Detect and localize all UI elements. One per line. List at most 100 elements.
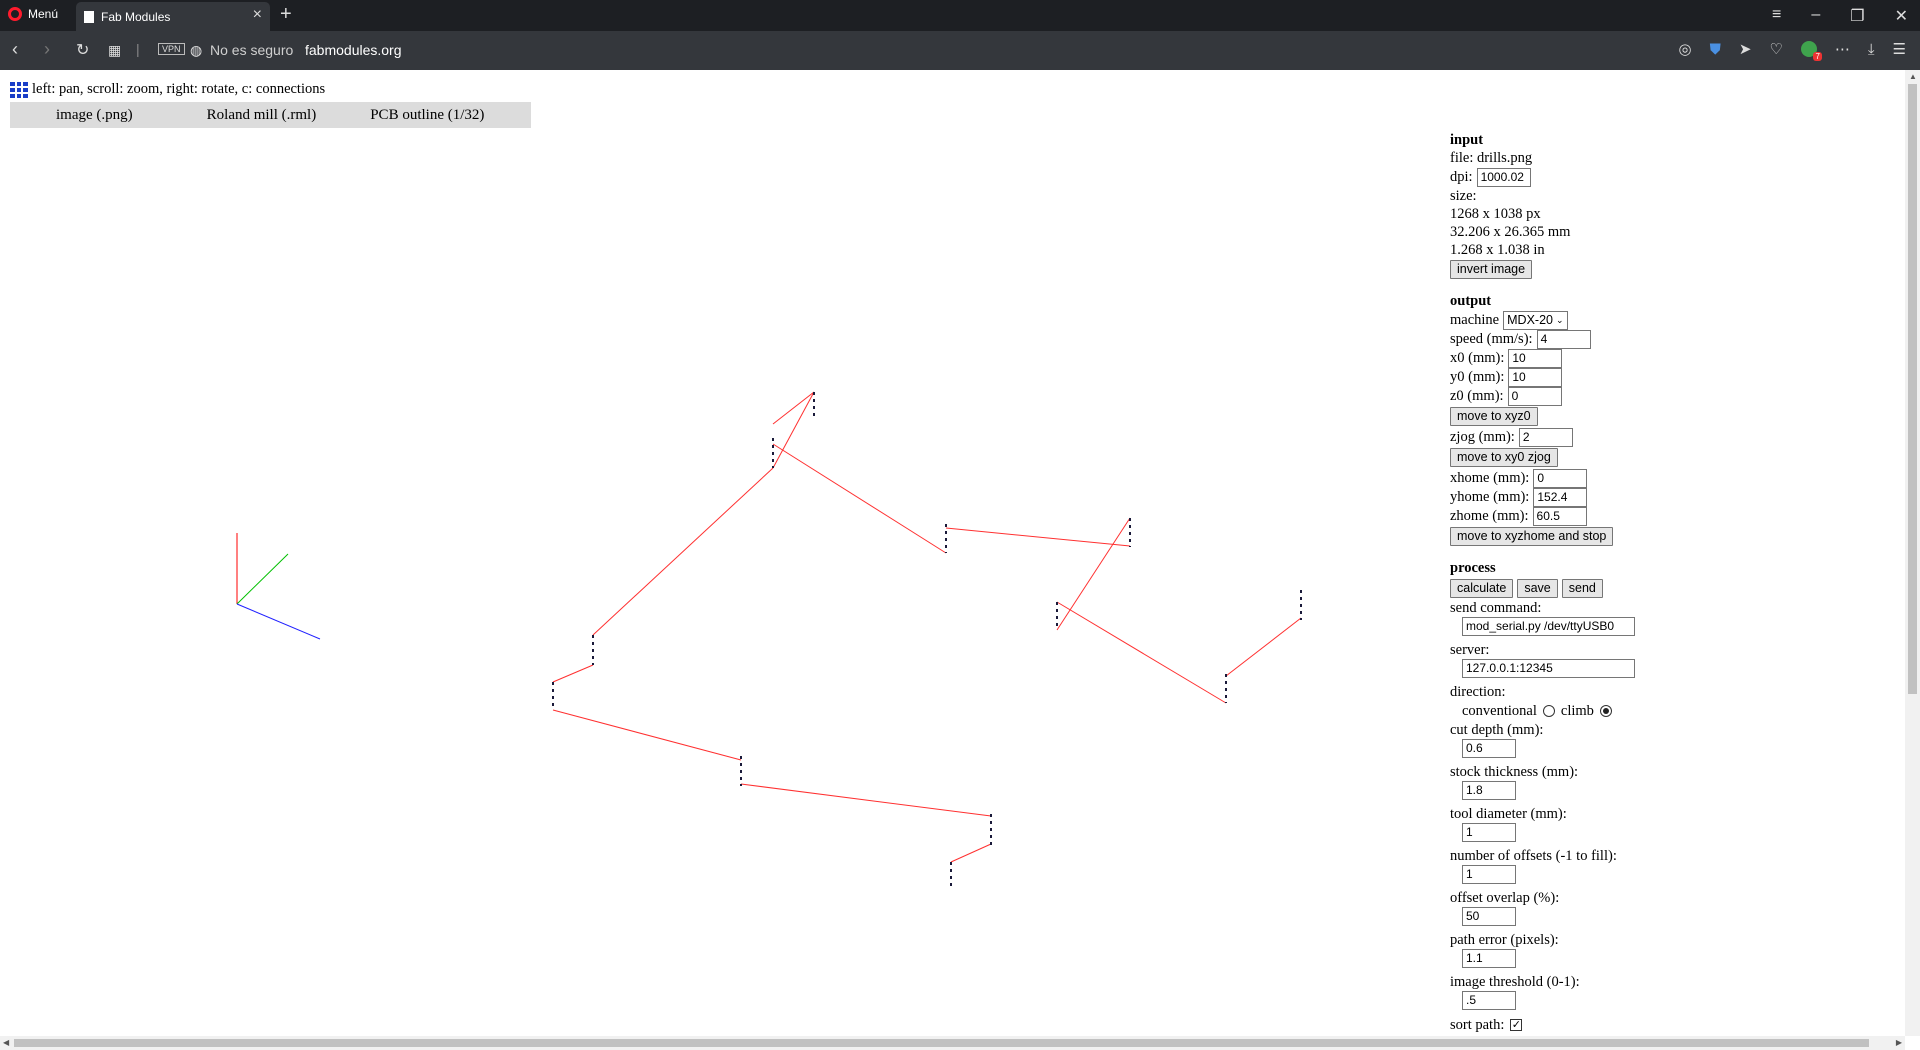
- conventional-label: conventional: [1462, 703, 1537, 719]
- process-menu[interactable]: PCB outline (1/32): [370, 106, 485, 123]
- window-controls: ≡ – ❐ ✕: [1772, 6, 1908, 26]
- stock-thickness-input[interactable]: 1.8: [1462, 781, 1516, 800]
- send-command-input[interactable]: mod_serial.py /dev/ttyUSB0: [1462, 617, 1635, 636]
- tab-close-icon[interactable]: ×: [252, 6, 262, 23]
- reload-icon[interactable]: ↻: [76, 42, 90, 59]
- zhome-row: zhome (mm): 60.5: [1450, 506, 1710, 526]
- fab-modules-logo-icon[interactable]: [10, 81, 28, 98]
- x0-row: x0 (mm): 10: [1450, 348, 1710, 368]
- y0-row: y0 (mm): 10: [1450, 367, 1710, 387]
- help-line: left: pan, scroll: zoom, right: rotate, …: [10, 81, 325, 98]
- toolpath-segment: [945, 527, 1131, 547]
- process-buttons: calculate save send: [1450, 578, 1710, 598]
- heart-icon[interactable]: ♡: [1769, 41, 1783, 58]
- toolpath-segment: [772, 443, 947, 554]
- x0-input[interactable]: 10: [1508, 348, 1563, 368]
- security-status[interactable]: No es seguro: [210, 42, 294, 58]
- yhome-input[interactable]: 152.4: [1533, 487, 1588, 507]
- path-error-label: path error (pixels):: [1450, 932, 1559, 948]
- output-heading: output: [1450, 293, 1492, 309]
- extensions-menu-icon[interactable]: ⋯: [1834, 41, 1850, 58]
- tab-menu-icon[interactable]: ≡: [1772, 6, 1782, 23]
- climb-radio[interactable]: [1599, 705, 1612, 717]
- send-button[interactable]: send: [1561, 578, 1603, 598]
- stock-thickness-label: stock thickness (mm):: [1450, 764, 1579, 780]
- speed-dial-icon[interactable]: ▦: [108, 42, 122, 58]
- sort-path-checkbox[interactable]: ✓: [1510, 1019, 1523, 1031]
- horizontal-scroll-thumb[interactable]: [14, 1039, 1869, 1047]
- close-window-icon[interactable]: ✕: [1894, 8, 1908, 25]
- shield-icon[interactable]: ⛊: [1709, 40, 1721, 58]
- download-icon[interactable]: ⤓: [1867, 40, 1875, 58]
- restore-icon[interactable]: ❐: [1850, 8, 1865, 25]
- z0-label: z0 (mm):: [1450, 388, 1504, 404]
- save-button[interactable]: save: [1517, 578, 1558, 598]
- extension-icon[interactable]: 7: [1800, 41, 1822, 61]
- size-in: 1.268 x 1.038 in: [1450, 242, 1545, 258]
- offsets-input[interactable]: 1: [1462, 865, 1516, 884]
- toolpath-segment: [552, 664, 594, 683]
- scroll-left-icon[interactable]: ◀: [3, 1038, 10, 1047]
- input-format-menu[interactable]: image (.png): [56, 106, 133, 123]
- server-input[interactable]: 127.0.0.1:12345: [1462, 659, 1635, 678]
- z0-input[interactable]: 0: [1507, 386, 1562, 406]
- cut-depth-input[interactable]: 0.6: [1462, 739, 1516, 758]
- browser-menu-label: Menú: [28, 7, 59, 21]
- xhome-row: xhome (mm): 0: [1450, 468, 1710, 488]
- path-error-input[interactable]: 1.1: [1462, 949, 1516, 968]
- server-label: server:: [1450, 642, 1490, 658]
- process-heading: process: [1450, 560, 1496, 576]
- scroll-right-icon[interactable]: ▶: [1895, 1038, 1902, 1047]
- move-to-xy0-zjog-button[interactable]: move to xy0 zjog: [1450, 448, 1558, 467]
- minimize-icon[interactable]: –: [1811, 6, 1821, 23]
- toolpath-viewer[interactable]: [0, 130, 1400, 1036]
- dpi-input[interactable]: 1000.02: [1476, 167, 1531, 187]
- image-threshold-input[interactable]: .5: [1462, 991, 1516, 1010]
- back-icon[interactable]: ‹: [12, 39, 18, 59]
- globe-icon: ◍: [190, 42, 203, 58]
- vertical-scrollbar[interactable]: ▲: [1905, 70, 1920, 1036]
- move-to-xyzhome-button[interactable]: move to xyzhome and stop: [1450, 527, 1614, 546]
- scroll-up-icon[interactable]: ▲: [1909, 72, 1917, 81]
- toolbar-icons: ◎ ⛊ ➤ ♡ 7 ⋯ ⤓ ☰: [1678, 40, 1906, 61]
- offset-overlap-input[interactable]: 50: [1462, 907, 1516, 926]
- xhome-input[interactable]: 0: [1533, 468, 1588, 488]
- move-to-xyz0-button[interactable]: move to xyz0: [1450, 407, 1538, 426]
- opera-logo-icon: [8, 7, 22, 21]
- offset-overlap-label: offset overlap (%):: [1450, 890, 1560, 906]
- forward-icon[interactable]: ›: [44, 39, 50, 59]
- machine-value: MDX-20: [1507, 312, 1553, 327]
- zjog-row: zjog (mm): 2: [1450, 427, 1710, 447]
- toolpath-segment: [950, 843, 992, 863]
- y0-input[interactable]: 10: [1508, 367, 1563, 387]
- browser-menu-button[interactable]: Menú: [8, 7, 58, 21]
- browser-tab[interactable]: Fab Modules ×: [76, 2, 270, 31]
- new-tab-icon[interactable]: +: [280, 3, 292, 25]
- url-field[interactable]: fabmodules.org: [305, 42, 402, 58]
- horizontal-scrollbar[interactable]: ◀ ▶: [0, 1036, 1905, 1050]
- calculate-button[interactable]: calculate: [1450, 578, 1514, 598]
- z0-row: z0 (mm): 0: [1450, 386, 1710, 406]
- climb-label: climb: [1560, 703, 1594, 719]
- invert-image-button[interactable]: invert image: [1450, 260, 1533, 279]
- send-icon[interactable]: ➤: [1738, 41, 1752, 58]
- machine-select[interactable]: MDX-20⌄: [1503, 310, 1568, 330]
- output-format-menu[interactable]: Roland mill (.rml): [206, 106, 317, 123]
- camera-icon[interactable]: ◎: [1678, 41, 1692, 58]
- zhome-input[interactable]: 60.5: [1532, 506, 1587, 526]
- control-panel: input file: drills.png dpi: 1000.02 size…: [1450, 131, 1710, 1035]
- speed-input[interactable]: 4: [1536, 329, 1591, 349]
- xhome-label: xhome (mm):: [1450, 470, 1530, 486]
- extension-count: 7: [1813, 52, 1822, 61]
- vpn-badge[interactable]: VPN: [158, 43, 185, 55]
- axis-x: [236, 603, 321, 640]
- tool-diameter-input[interactable]: 1: [1462, 823, 1516, 842]
- zjog-input[interactable]: 2: [1518, 427, 1573, 447]
- vertical-scroll-thumb[interactable]: [1908, 84, 1917, 694]
- easy-setup-icon[interactable]: ☰: [1892, 41, 1906, 58]
- dpi-row: dpi: 1000.02: [1450, 167, 1710, 187]
- toolpath-segment: [772, 391, 815, 425]
- conventional-radio[interactable]: [1542, 705, 1555, 717]
- tab-title: Fab Modules: [101, 9, 171, 24]
- input-file: file: drills.png: [1450, 150, 1533, 166]
